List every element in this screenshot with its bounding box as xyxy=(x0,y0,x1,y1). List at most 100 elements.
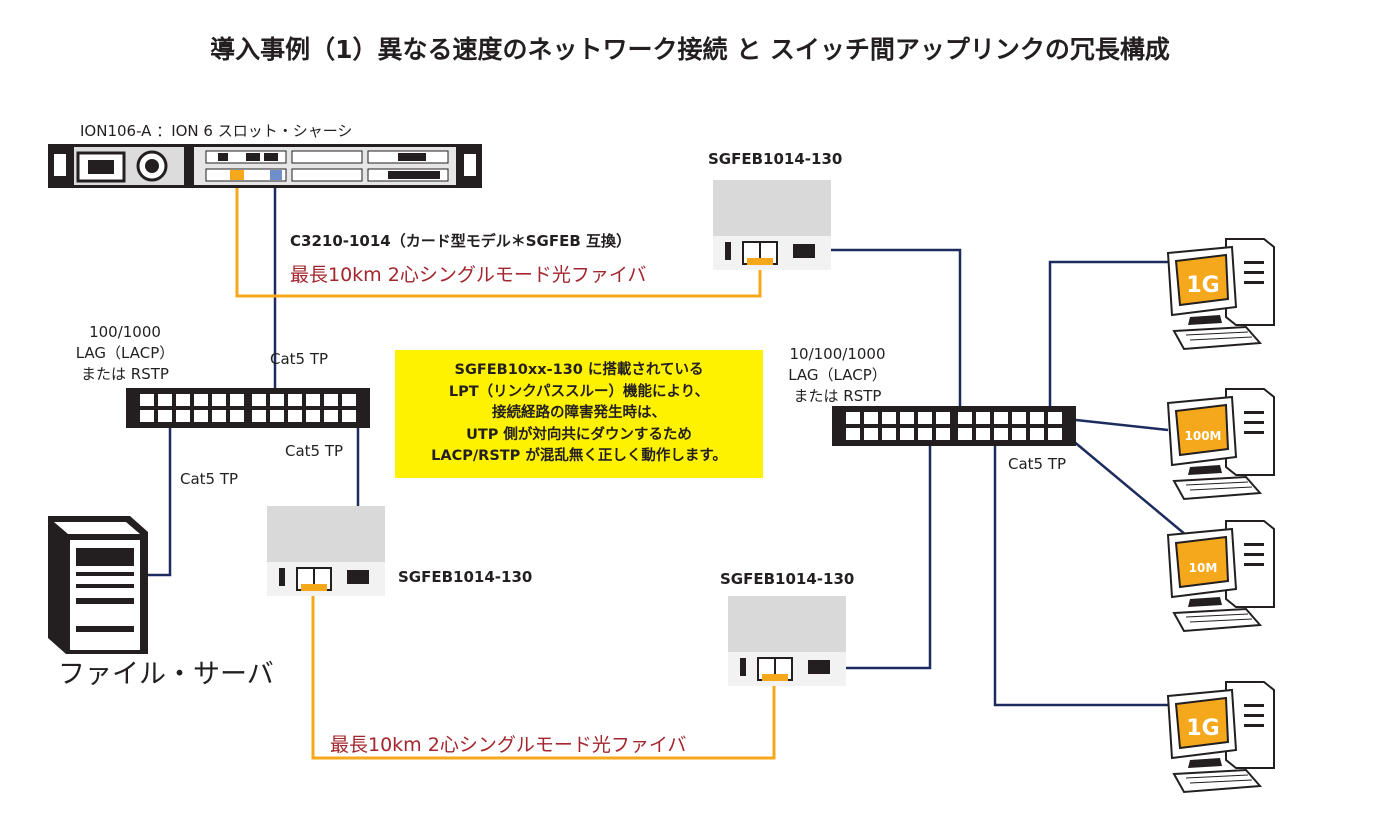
copper-line-to-pc-1 xyxy=(1048,260,1176,412)
switch-port xyxy=(936,412,950,424)
callout-line: 接続経路の障害発生時は、 xyxy=(492,405,666,421)
right-switch-label-line: LAG（LACP） xyxy=(788,366,887,384)
converter-c-label: SGFEB1014-130 xyxy=(720,570,855,588)
switch-port xyxy=(864,428,878,440)
switch-port xyxy=(176,410,190,422)
pc-graphic xyxy=(1166,520,1275,633)
switch-port xyxy=(976,428,990,440)
left-switch-label-line: LAG（LACP） xyxy=(75,344,175,362)
switch-port xyxy=(994,412,1008,424)
switch-port xyxy=(270,410,284,422)
switch-port xyxy=(288,410,302,422)
switch-port xyxy=(882,428,896,440)
switch-port xyxy=(288,394,302,406)
left-switch-label-line: または RSTP xyxy=(81,365,169,383)
switch-port xyxy=(270,394,284,406)
pc-icon: 10M xyxy=(1160,517,1280,641)
cable-label-1: Cat5 TP xyxy=(270,350,329,368)
switch-port xyxy=(1012,412,1026,424)
switch-port xyxy=(230,394,244,406)
switch-port xyxy=(324,410,338,422)
fiber-label-bottom: 最長10km 2心シングルモード光ファイバ xyxy=(330,734,687,756)
switch-port xyxy=(140,410,154,422)
switch-port xyxy=(342,410,356,422)
file-server-icon xyxy=(48,516,148,654)
pc-speed-label: 100M xyxy=(1184,429,1222,443)
switch-port xyxy=(1012,428,1026,440)
pc-graphic xyxy=(1166,388,1275,501)
pc-icon: 1G xyxy=(1160,678,1280,802)
card-label: C3210-1014（カード型モデル＊SGFEB 互換） xyxy=(290,232,631,250)
switch-port xyxy=(900,428,914,440)
copper-line-to-pc-4 xyxy=(993,444,1176,707)
server-label: ファイル・サーバ xyxy=(58,659,274,690)
switch-port xyxy=(1048,412,1062,424)
chassis-device xyxy=(48,144,482,188)
callout-line: SGFEB10xx-130 に搭載されている xyxy=(454,362,704,378)
switch-port xyxy=(958,412,972,424)
converter-c-device xyxy=(728,596,846,686)
copper-line-right-switch-to-converter-c xyxy=(820,444,932,670)
copper-line-left-switch-to-server xyxy=(148,428,172,577)
switch-port xyxy=(212,410,226,422)
switch-port xyxy=(976,412,990,424)
copper-line-converter-a-to-right-switch xyxy=(820,248,962,412)
switch-port xyxy=(158,394,172,406)
fiber-label-top: 最長10km 2心シングルモード光ファイバ xyxy=(290,264,647,286)
pc-icon: 1G xyxy=(1160,235,1280,359)
callout-line: LACP/RSTP が混乱無く正しく動作します。 xyxy=(431,448,727,464)
cable-label-3: Cat5 TP xyxy=(180,470,239,488)
converter-a-label: SGFEB1014-130 xyxy=(708,150,843,168)
switch-port xyxy=(918,428,932,440)
callout-line: LPT（リンクパススルー）機能により、 xyxy=(448,383,710,400)
switch-port xyxy=(176,394,190,406)
callout-line: UTP 側が対向共にダウンするため xyxy=(466,426,692,443)
pc-speed-label: 10M xyxy=(1188,561,1218,575)
copper-line-to-pc-2 xyxy=(1075,418,1169,432)
right-switch-device xyxy=(832,406,1076,446)
switch-port xyxy=(194,410,208,422)
left-switch-device xyxy=(126,388,370,428)
converter-a-device xyxy=(713,180,831,270)
switch-port xyxy=(158,410,172,422)
switch-port xyxy=(194,394,208,406)
switch-port xyxy=(230,410,244,422)
switch-port xyxy=(306,410,320,422)
switch-port xyxy=(936,428,950,440)
converter-b-label: SGFEB1014-130 xyxy=(398,568,533,586)
right-switch-label-line: 10/100/1000 xyxy=(789,345,886,363)
chassis-label: ION106-A ：ION 6 スロット・シャーシ xyxy=(80,122,353,140)
cable-label-2: Cat5 TP xyxy=(285,442,344,460)
switch-port xyxy=(994,428,1008,440)
fiber-line-card-to-converter-a xyxy=(235,172,762,298)
cable-label-4: Cat5 TP xyxy=(1008,455,1067,473)
switch-port xyxy=(882,412,896,424)
switch-port xyxy=(1030,428,1044,440)
switch-port xyxy=(918,412,932,424)
pc-graphic xyxy=(1166,238,1275,351)
switch-port xyxy=(140,394,154,406)
copper-line-to-pc-3 xyxy=(1071,439,1199,546)
right-switch-label-line: または RSTP xyxy=(793,387,882,405)
converter-b-device xyxy=(267,506,385,596)
switch-port xyxy=(252,410,266,422)
left-switch-label-line: 100/1000 xyxy=(89,323,161,341)
pc-speed-label: 1G xyxy=(1186,716,1220,741)
switch-port xyxy=(1048,428,1062,440)
page-title: 導入事例（1）異なる速度のネットワーク接続 と スイッチ間アップリンクの冗長構成 xyxy=(210,35,1170,64)
left-switch-label: 100/1000 LAG（LACP） または RSTP xyxy=(70,322,180,385)
switch-port xyxy=(958,428,972,440)
pc-graphic xyxy=(1166,681,1275,794)
switch-port xyxy=(846,412,860,424)
switch-port xyxy=(900,412,914,424)
switch-port xyxy=(342,394,356,406)
fiber-line-converter-b-to-converter-c xyxy=(311,586,776,760)
switch-port xyxy=(864,412,878,424)
switch-port xyxy=(846,428,860,440)
pc-icon: 100M xyxy=(1160,385,1280,509)
right-switch-label: 10/100/1000 LAG（LACP） または RSTP xyxy=(775,344,900,407)
lpt-callout-box: SGFEB10xx-130 に搭載されている LPT（リンクパススルー）機能によ… xyxy=(395,350,763,478)
switch-port xyxy=(1030,412,1044,424)
